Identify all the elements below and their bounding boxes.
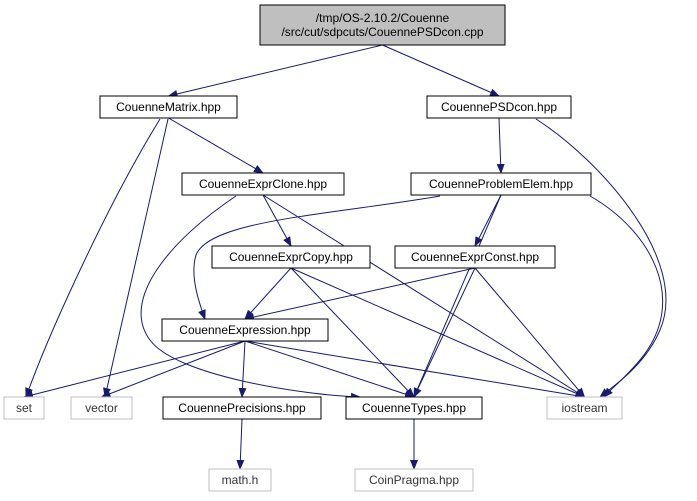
edge-root-to-couenne-psdcon: [382, 44, 500, 97]
node-iostream: iostream: [546, 396, 623, 420]
node-couenne-types[interactable]: CouenneTypes.hpp: [345, 396, 483, 420]
edge-couenne-matrix-to-couenne-exprclone: [168, 117, 264, 174]
node-couenne-exprconst[interactable]: CouenneExprConst.hpp: [394, 245, 556, 269]
node-root: /tmp/OS-2.10.2/Couenne/src/cut/sdpcuts/C…: [259, 4, 506, 46]
node-couenne-expression[interactable]: CouenneExpression.hpp: [161, 318, 329, 342]
edge-couenne-exprclone-to-couenne-types: [140, 195, 361, 401]
node-label-couenne-problemelem: CouenneProblemElem.hpp: [429, 177, 573, 191]
node-box-couenne-precisions[interactable]: [162, 396, 322, 420]
node-math-h: math.h: [208, 468, 272, 492]
edge-couenne-expression-to-iostream: [244, 340, 586, 400]
node-couenne-precisions[interactable]: CouennePrecisions.hpp: [162, 396, 322, 420]
node-couenne-matrix[interactable]: CouenneMatrix.hpp: [99, 95, 238, 119]
node-label-couenne-psdcon: CouennePSDcon.hpp: [441, 100, 557, 114]
node-box-math-h: [208, 468, 272, 492]
edge-couenne-expression-to-vector: [100, 340, 246, 398]
edge-couenne-problemelem-to-couenne-types: [413, 194, 502, 398]
node-label-root: /src/cut/sdpcuts/CouennePSDcon.cpp: [281, 25, 483, 39]
node-couenne-psdcon[interactable]: CouennePSDcon.hpp: [426, 95, 572, 119]
node-box-vector: [70, 396, 133, 420]
edge-couenne-expression-to-couenne-precisions: [238, 340, 247, 398]
node-box-couenne-exprconst[interactable]: [394, 245, 556, 269]
edge-couenne-matrix-to-vector: [103, 118, 169, 398]
node-set: set: [3, 396, 45, 420]
edge-couenne-exprcopy-to-couenne-expression: [244, 267, 292, 320]
node-label-root: /tmp/OS-2.10.2/Couenne: [316, 11, 450, 25]
edge-couenne-exprcopy-to-couenne-types: [290, 267, 415, 398]
node-label-couenne-types: CouenneTypes.hpp: [362, 401, 466, 415]
node-label-iostream: iostream: [561, 401, 607, 415]
node-couenne-exprcopy[interactable]: CouenneExprCopy.hpp: [211, 245, 371, 269]
edge-root-to-couenne-matrix: [167, 44, 383, 98]
edge-couenne-expression-to-couenne-types: [244, 340, 415, 398]
node-couenne-exprclone[interactable]: CouenneExprClone.hpp: [181, 172, 345, 196]
edge-couenne-exprcopy-to-iostream: [290, 267, 586, 398]
edge-couenne-psdcon-to-couenne-problemelem: [496, 117, 505, 174]
nodes-layer: /tmp/OS-2.10.2/Couenne/src/cut/sdpcuts/C…: [3, 4, 623, 492]
edge-couenne-matrix-to-set: [25, 118, 161, 398]
node-coin-pragma: CoinPragma.hpp: [354, 468, 474, 492]
node-box-couenne-expression[interactable]: [161, 318, 329, 342]
node-box-couenne-types[interactable]: [345, 396, 483, 420]
edge-couenne-exprconst-to-couenne-expression: [244, 267, 476, 321]
node-couenne-problemelem[interactable]: CouenneProblemElem.hpp: [410, 172, 592, 196]
node-box-couenne-exprclone[interactable]: [181, 172, 345, 196]
edge-couenne-exprclone-to-iostream: [262, 194, 586, 398]
edge-couenne-problemelem-to-iostream: [589, 195, 664, 398]
node-box-coin-pragma: [354, 468, 474, 492]
edges-layer: [23, 44, 667, 470]
node-box-couenne-psdcon[interactable]: [426, 95, 572, 119]
node-box-iostream: [546, 396, 623, 420]
node-label-couenne-exprconst: CouenneExprConst.hpp: [411, 250, 539, 264]
edge-couenne-exprconst-to-iostream: [474, 267, 586, 398]
edge-couenne-problemelem-to-couenne-expression: [193, 195, 441, 320]
node-vector: vector: [70, 396, 133, 420]
node-box-couenne-problemelem[interactable]: [410, 172, 592, 196]
edge-couenne-problemelem-to-couenne-exprconst: [474, 194, 502, 247]
node-label-set: set: [16, 401, 33, 415]
node-box-set: [3, 396, 45, 420]
edge-couenne-expression-to-set: [23, 340, 246, 399]
node-label-couenne-exprcopy: CouenneExprCopy.hpp: [229, 250, 353, 264]
node-label-couenne-exprclone: CouenneExprClone.hpp: [199, 177, 327, 191]
node-label-couenne-precisions: CouennePrecisions.hpp: [178, 401, 306, 415]
node-label-couenne-matrix: CouenneMatrix.hpp: [116, 100, 221, 114]
edge-couenne-exprconst-to-couenne-types: [413, 267, 476, 398]
edge-couenne-precisions-to-math-h: [236, 418, 245, 470]
node-label-vector: vector: [85, 401, 118, 415]
node-label-math-h: math.h: [222, 473, 259, 487]
node-box-root: [259, 4, 506, 46]
node-box-couenne-exprcopy[interactable]: [211, 245, 371, 269]
node-label-coin-pragma: CoinPragma.hpp: [369, 473, 459, 487]
node-label-couenne-expression: CouenneExpression.hpp: [179, 323, 311, 337]
node-box-couenne-matrix[interactable]: [99, 95, 238, 119]
